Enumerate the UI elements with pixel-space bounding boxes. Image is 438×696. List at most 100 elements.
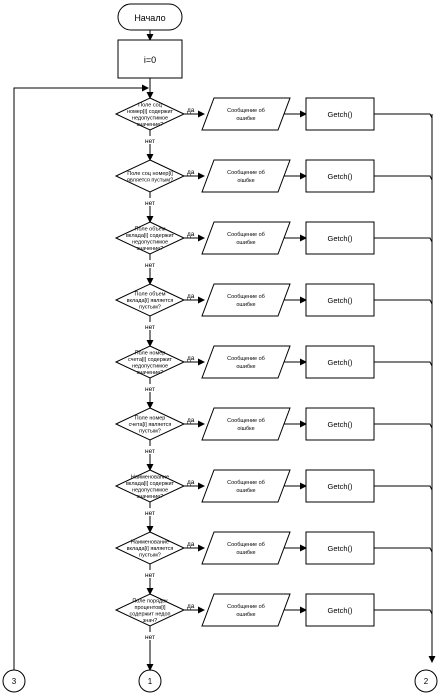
decision-text-6-2: счета[i] является: [129, 422, 172, 428]
decision-text-1-1: Поле соц: [138, 102, 163, 108]
decision-text-3-2: вклада[i] содержит: [126, 233, 175, 239]
init-label: i=0: [144, 55, 156, 65]
decision-text-8-1: Наименование: [131, 540, 169, 546]
error-text-7-1: Сообщение об: [227, 480, 265, 486]
error-message-3: [201, 221, 291, 255]
error-text-8-2: ошибке: [236, 550, 255, 556]
no-label-bg-9: [144, 632, 156, 640]
error-text-1-1: Сообщение об: [227, 108, 265, 114]
decision-text-9-1: Поле порядок: [132, 598, 168, 604]
yes-label-6: да: [187, 417, 195, 424]
decision-text-4-2: вклада[i] является: [127, 298, 174, 304]
decision-text-1-3: недопустимое: [132, 115, 168, 121]
decision-text-1-4: значение?: [137, 122, 164, 128]
error-text-8-1: Сообщение об: [227, 542, 265, 548]
decision-text-4-1: Поле объем: [135, 292, 166, 298]
yes-label-9: да: [187, 603, 195, 610]
error-message-1: [201, 97, 291, 131]
yes-label-4: да: [187, 293, 195, 300]
connector-3-label: 3: [12, 677, 17, 686]
error-message-6: [201, 407, 291, 441]
getch-exit-6: [374, 423, 433, 429]
getch-label-2: Getch(): [327, 172, 353, 181]
decision-text-7-3: недопустимое: [132, 487, 168, 493]
error-text-3-2: ошибке: [236, 240, 255, 246]
getch-process-7: [305, 469, 375, 503]
error-text-4-1: Сообщение об: [227, 294, 265, 300]
error-message-8: [201, 531, 291, 565]
decision-text-4-3: пустым?: [139, 305, 161, 311]
decision-text-9-2: процентов[i]: [135, 605, 166, 611]
error-message-4: [201, 283, 291, 317]
getch-process-8: [305, 531, 375, 565]
getch-exit-8: [374, 547, 433, 553]
decision-text-3-3: недопустимое: [132, 239, 168, 245]
decision-text-8-2: вклада[i] является: [127, 546, 174, 552]
connector-1-label: 1: [148, 677, 153, 686]
connector-3: [2, 669, 26, 693]
no-label-2: нет: [145, 200, 155, 207]
yes-label-5: да: [187, 355, 195, 362]
getch-process-3: [305, 221, 375, 255]
decision-text-5-2: счета[i] содержит: [128, 357, 173, 363]
getch-exit-5: [374, 361, 433, 367]
decision-text-7-2: вклада[i] содержит: [126, 481, 175, 487]
error-message-5: [201, 345, 291, 379]
no-label-8: нет: [145, 572, 155, 579]
getch-exit-1: [374, 113, 433, 119]
error-text-5-1: Сообщение об: [227, 356, 265, 362]
getch-exit-3: [374, 237, 433, 243]
error-message-2: [201, 159, 291, 193]
no-label-1: нет: [145, 138, 155, 145]
getch-exit-4: [374, 299, 433, 305]
getch-label-7: Getch(): [327, 482, 353, 491]
no-label-bg-3: [144, 260, 156, 268]
error-text-7-2: ошибке: [236, 488, 255, 494]
yes-label-8: да: [187, 541, 195, 548]
error-text-9-2: ошибке: [236, 612, 255, 618]
yes-label-2: да: [187, 169, 195, 176]
no-label-bg-2: [144, 198, 156, 206]
no-label-bg-6: [144, 446, 156, 454]
error-text-6-1: Сообщение об: [227, 418, 265, 424]
decision-text-7-1: Наименование: [131, 474, 169, 480]
getch-label-4: Getch(): [327, 296, 353, 305]
decision-text-5-3: недопустимое: [132, 363, 168, 369]
no-label-9: нет: [145, 634, 155, 641]
no-label-bg-5: [144, 384, 156, 392]
decision-text-1-2: номер[i] содержит: [127, 109, 174, 115]
error-message-9: [201, 593, 291, 627]
getch-exit-7: [374, 485, 433, 491]
decision-text-3-4: значение?: [137, 246, 164, 252]
connector-2: [414, 669, 438, 693]
error-text-5-2: ошибке: [236, 364, 255, 370]
error-text-6-2: оішбке: [237, 426, 254, 432]
getch-process-1: [305, 97, 375, 131]
no-label-bg-4: [144, 322, 156, 330]
connector-2-label: 2: [424, 677, 429, 686]
no-label-4: нет: [145, 324, 155, 331]
no-label-3: нет: [145, 262, 155, 269]
no-label-7: нет: [145, 510, 155, 517]
decision-text-7-4: значение?: [137, 494, 164, 500]
no-label-bg-1: [144, 136, 156, 144]
no-label-bg-8: [144, 570, 156, 578]
error-text-1-2: ошибке: [236, 116, 255, 122]
decision-text-6-1: Поле номер: [135, 416, 166, 422]
getch-label-1: Getch(): [327, 110, 353, 119]
decision-text-5-4: значение?: [137, 370, 164, 376]
getch-process-9: [305, 593, 375, 627]
init-process: [117, 39, 183, 79]
error-text-4-2: ошибке: [236, 302, 255, 308]
decision-text-9-3: содержит недоп: [129, 611, 170, 617]
decision-text-6-3: пустым?: [139, 429, 161, 435]
error-text-2-2: оішбке: [237, 178, 254, 184]
decision-text-9-4: знач?: [143, 618, 157, 624]
getch-label-3: Getch(): [327, 234, 353, 243]
getch-exit-2: [374, 175, 433, 181]
decision-text-2-2: является пустым?: [127, 177, 173, 183]
getch-exit-9: [374, 609, 433, 615]
yes-label-1: да: [187, 107, 195, 114]
